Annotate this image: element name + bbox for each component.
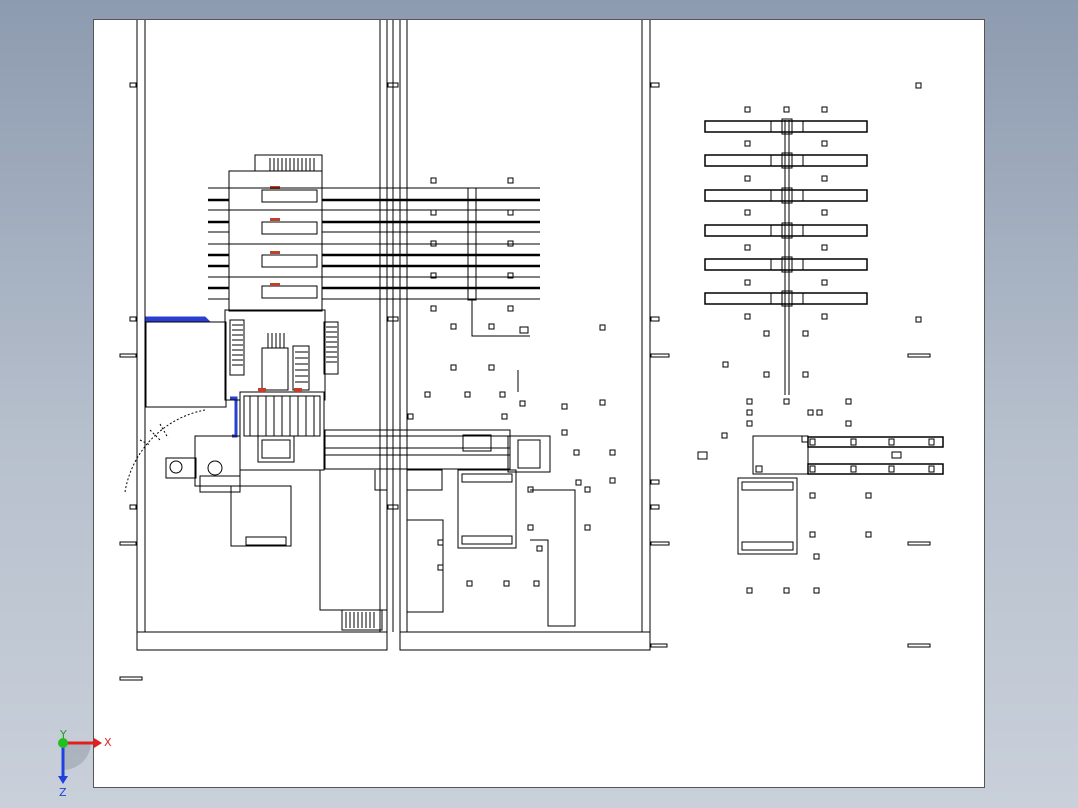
main-machine xyxy=(224,309,339,471)
stacker-tower xyxy=(228,154,323,312)
arc-guide xyxy=(124,409,206,493)
mounting-holes xyxy=(407,177,616,587)
middle-parts xyxy=(457,300,576,627)
axis-triad[interactable]: X Y Z xyxy=(58,728,112,799)
axis-x-label: X xyxy=(104,736,112,749)
right-lower-assembly xyxy=(737,435,944,555)
base-structures xyxy=(230,469,444,631)
middle-frame xyxy=(392,20,651,651)
horizontal-beam xyxy=(324,429,511,470)
motor-assembly xyxy=(165,435,241,493)
column-tabs xyxy=(119,82,931,681)
ladder-assembly xyxy=(704,118,868,395)
axis-z-label: Z xyxy=(59,786,67,799)
highlighted-part xyxy=(145,316,238,438)
right-holes xyxy=(697,82,922,594)
left-frame xyxy=(136,20,388,651)
axis-y-label: Y xyxy=(59,728,67,741)
